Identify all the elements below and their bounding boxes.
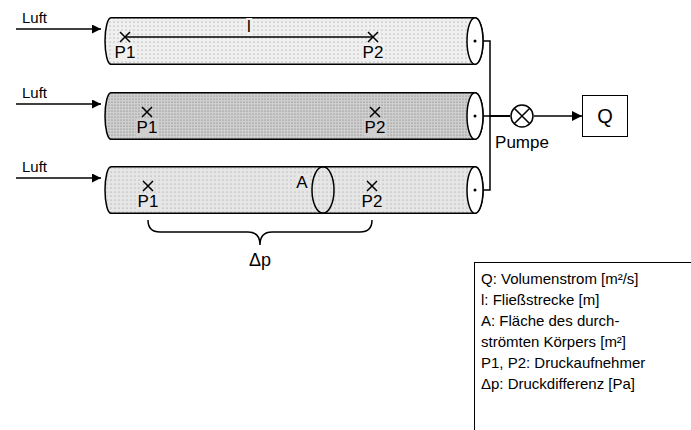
sensor-label: P2 <box>364 119 387 136</box>
sensor-label: P2 <box>362 44 385 61</box>
tube-end <box>467 93 483 140</box>
tube-body <box>105 18 483 65</box>
air-arrow <box>16 177 101 179</box>
sensor-label: P1 <box>137 193 160 210</box>
pump-outline <box>510 104 534 128</box>
key-entry: Q: Volumenstrom [m²/s] <box>481 268 659 289</box>
air-label: Luft <box>22 85 47 100</box>
flow-arrow <box>534 115 582 117</box>
sensor-cross <box>368 32 378 42</box>
sensor-cross <box>370 107 380 117</box>
sensor-cross <box>143 181 153 191</box>
tube-end <box>467 18 483 65</box>
flow-tube: P1 A P2 <box>105 166 483 214</box>
pump-circle <box>511 105 533 127</box>
pressure-difference-label: Δp <box>249 251 271 269</box>
key-entry: A: Fläche des durch- strömten Körpers [m… <box>481 310 659 352</box>
key-box: Q: Volumenstrom [m²/s]l: Fließstrecke [m… <box>474 262 691 430</box>
outlet-dot <box>474 115 477 118</box>
sensor-cross <box>120 32 130 42</box>
tube-end <box>467 167 483 214</box>
air-arrow <box>16 103 101 105</box>
length-label: l <box>246 18 252 35</box>
flow-tube: P1 lP2 <box>105 17 483 65</box>
result-box: Q <box>582 95 628 137</box>
pump-cross <box>514 108 530 124</box>
flow-tube: P1 P2 <box>105 92 483 140</box>
flow-line <box>483 116 510 190</box>
sensor-cross <box>142 107 152 117</box>
tube-body <box>105 167 483 214</box>
outlet-dot <box>474 40 477 43</box>
flow-line <box>483 41 510 116</box>
sensor-cross <box>367 181 377 191</box>
key-entry: l: Fließstrecke [m] <box>481 289 659 310</box>
air-label: Luft <box>22 10 47 25</box>
pump-label: Pumpe <box>495 134 549 151</box>
sensor-label: P2 <box>361 193 384 210</box>
outlet-dot <box>474 189 477 192</box>
pump-symbol: Pumpe <box>510 104 534 128</box>
sensor-label: P1 <box>114 44 137 61</box>
measure-brace <box>148 220 372 245</box>
tube-outline <box>105 17 483 65</box>
cross-section <box>312 167 334 214</box>
tube-body <box>105 93 483 140</box>
area-label: A <box>295 174 308 191</box>
tube-outline <box>105 166 483 214</box>
result-label: Q <box>597 106 613 126</box>
key-entry: P1, P2: Druckaufnehmer <box>481 352 659 373</box>
air-label: Luft <box>22 159 47 174</box>
air-arrow <box>16 28 101 30</box>
sensor-label: P1 <box>136 119 159 136</box>
length-line <box>125 36 373 38</box>
tube-outline <box>105 92 483 140</box>
key-entry: Δp: Druckdifferenz [Pa] <box>481 373 659 394</box>
